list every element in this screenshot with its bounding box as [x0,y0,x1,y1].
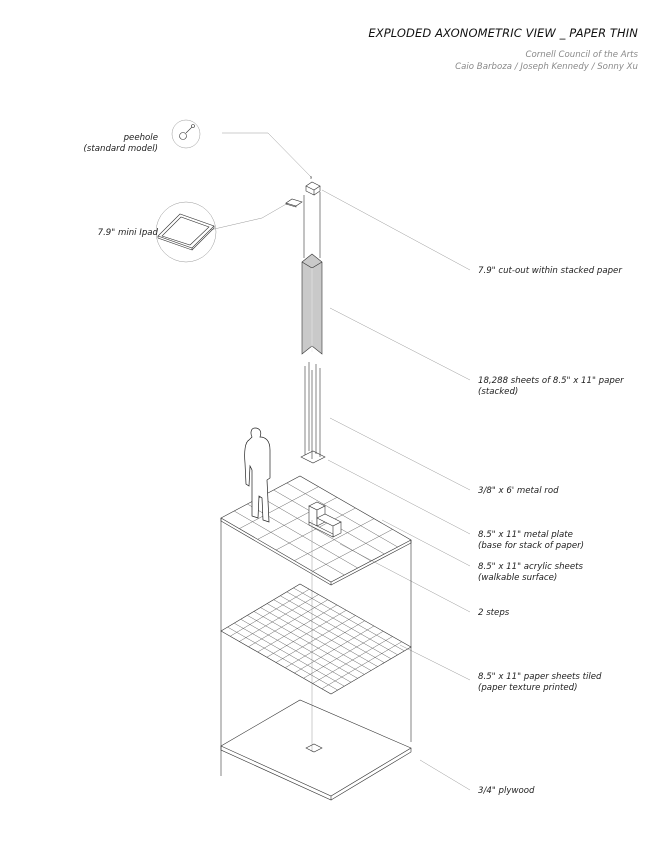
label-cutout: 7.9" cut-out within stacked paper [478,266,622,276]
peephole-callout [171,119,201,149]
label-ipad: 7.9" mini Ipad [97,228,158,238]
leader-sheets [329,307,471,381]
peephole-piece [305,176,321,196]
leader-lines [209,132,471,791]
label-rod: 3/8" x 6' metal rod [478,486,559,496]
leader-steps [339,543,471,613]
leader-acrylic [381,519,471,567]
leader-ipad [209,202,289,231]
leader-cutout [321,189,471,271]
ipad-callout [155,201,217,263]
paper-tiled-grid [220,583,412,695]
leader-plate [327,459,471,535]
plywood-base [220,699,412,801]
label-plywood: 3/4" plywood [478,786,535,796]
page-title: EXPLODED AXONOMETRIC VIEW _ PAPER THIN [368,26,638,40]
drop-lines [220,518,412,776]
label-sheets: 18,288 sheets of 8.5" x 11" paper (stack… [478,376,624,397]
label-plate: 8.5" x 11" metal plate (base for stack o… [478,530,585,551]
steps-block [308,501,342,538]
paper-stack [301,253,323,355]
credit-authors: Caio Barboza / Joseph Kennedy / Sonny Xu [455,62,638,72]
label-steps: 2 steps [478,608,510,618]
peephole-icon [179,124,195,140]
leader-tiled [399,644,471,681]
ipad-icon [157,213,215,251]
acrylic-platform [220,475,412,586]
label-peephole: peehole (standard model) [83,133,158,154]
plywood-plate-mark [305,743,323,753]
leader-peephole [222,132,313,179]
human-figure [244,427,271,523]
label-tiled: 8.5" x 11" paper sheets tiled (paper tex… [478,672,602,693]
credit-institution: Cornell Council of the Arts [525,50,638,60]
ipad-piece [285,198,303,208]
leader-plywood [419,759,471,791]
metal-rods [304,362,321,459]
label-acrylic: 8.5" x 11" acrylic sheets (walkable surf… [478,562,583,583]
leader-rod [329,417,471,491]
metal-plate [300,450,326,464]
